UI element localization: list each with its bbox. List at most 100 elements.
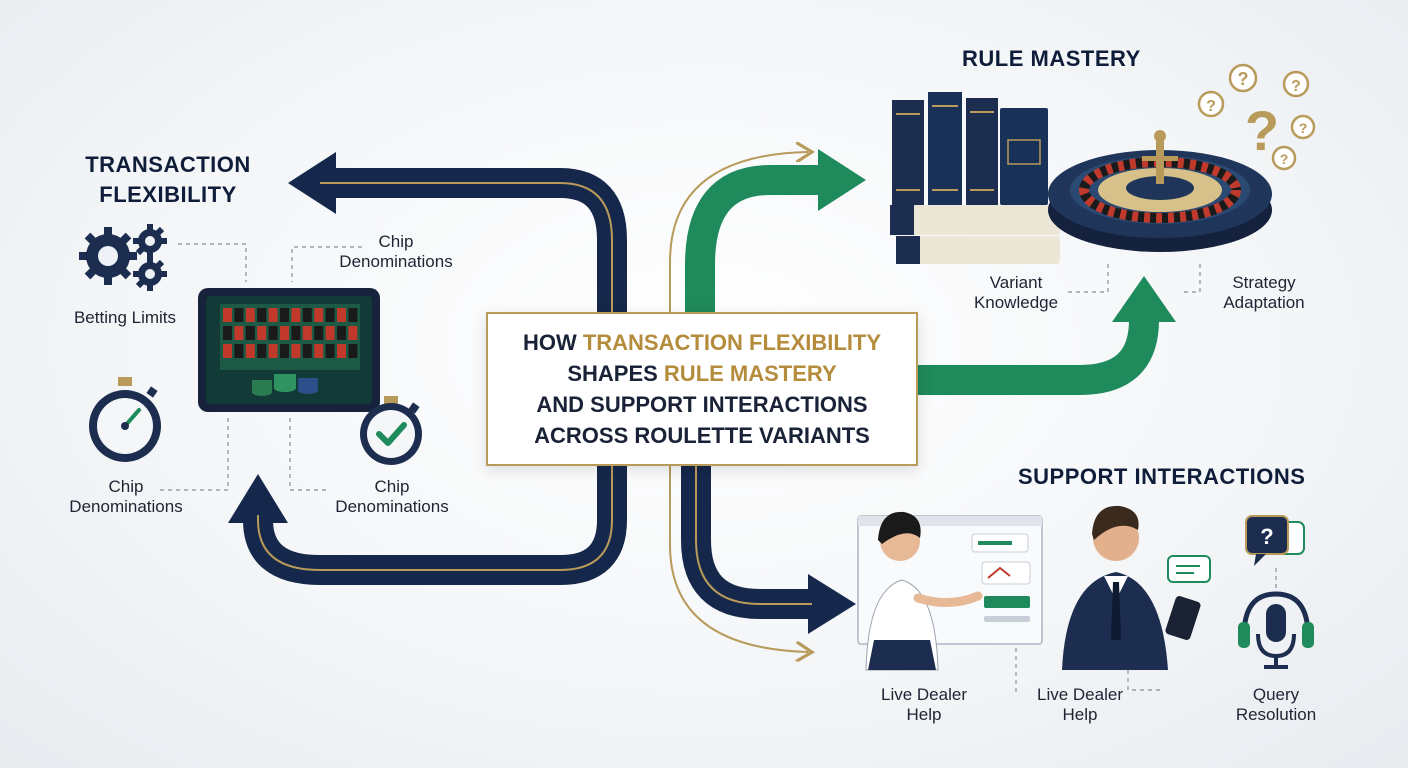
roulette-wheel-icon bbox=[1048, 130, 1272, 252]
roulette-grid-cell bbox=[234, 344, 244, 358]
roulette-grid-cell bbox=[314, 344, 324, 358]
roulette-grid-cell bbox=[291, 326, 301, 340]
center-title-line1: HOW TRANSACTION FLEXIBILITY bbox=[523, 327, 881, 358]
stopwatch-icon bbox=[89, 377, 161, 462]
center-title-line2: SHAPES RULE MASTERY bbox=[567, 358, 836, 389]
support-heading: SUPPORT INTERACTIONS bbox=[1018, 464, 1306, 489]
flow-arrow-bottom-left bbox=[228, 462, 627, 585]
label-bottom-left-chip-line2: Denominations bbox=[69, 497, 183, 516]
label-top-chip-denominations: Chip Denominations bbox=[326, 232, 466, 272]
label-query-line2: Resolution bbox=[1235, 705, 1317, 724]
roulette-grid-cell bbox=[257, 308, 267, 322]
roulette-grid-cell bbox=[337, 308, 346, 322]
label-top-chip-line1: Chip bbox=[378, 232, 414, 251]
label-dealer2-line1: Live Dealer bbox=[1037, 685, 1123, 704]
svg-text:?: ? bbox=[1280, 151, 1289, 167]
label-bottom-left-chip-denominations: Chip Denominations bbox=[56, 477, 196, 517]
question-marks-icon: ? ? ? ? ? ? bbox=[1197, 63, 1316, 171]
svg-text:?: ? bbox=[1291, 78, 1301, 95]
roulette-grid-cell bbox=[325, 326, 335, 340]
label-variant-knowledge: Variant Knowledge bbox=[956, 273, 1076, 313]
roulette-grid-cell bbox=[268, 326, 278, 340]
roulette-grid-cell bbox=[268, 344, 278, 358]
roulette-grid-cell bbox=[302, 308, 312, 322]
checkmark-stopwatch-icon bbox=[360, 396, 422, 465]
svg-text:?: ? bbox=[1238, 69, 1249, 89]
center-title-line2-highlight: RULE MASTERY bbox=[663, 361, 837, 386]
label-bottom-right-chip-line2: Denominations bbox=[335, 497, 449, 516]
roulette-grid-cell bbox=[268, 308, 278, 322]
label-query-line1: Query bbox=[1252, 685, 1300, 704]
label-betting-limits: Betting Limits bbox=[73, 308, 177, 327]
roulette-grid-cell bbox=[348, 308, 358, 322]
roulette-grid-cell bbox=[314, 308, 324, 322]
gold-guide-top bbox=[669, 152, 808, 312]
center-title-line3: AND SUPPORT INTERACTIONS bbox=[536, 392, 868, 417]
roulette-grid-cell bbox=[257, 326, 267, 340]
roulette-grid-cell bbox=[234, 308, 244, 322]
roulette-grid-cell bbox=[280, 344, 289, 358]
gears-icon bbox=[79, 224, 167, 291]
transaction-heading: TRANSACTION FLEXIBILITY bbox=[68, 150, 268, 210]
svg-text:?: ? bbox=[1206, 98, 1216, 115]
flow-arrow-to-transaction bbox=[288, 152, 627, 312]
roulette-grid-cell bbox=[325, 344, 335, 358]
label-strategy-line1: Strategy bbox=[1232, 273, 1296, 292]
roulette-grid-cell bbox=[280, 326, 289, 340]
label-live-dealer-help-1: Live Dealer Help bbox=[864, 685, 984, 725]
roulette-grid-cell bbox=[302, 326, 312, 340]
label-bottom-left-chip-line1: Chip bbox=[108, 477, 144, 496]
dealer-woman-icon bbox=[857, 511, 1043, 671]
chat-question-icon: ? bbox=[1245, 515, 1305, 566]
roulette-grid-cell bbox=[337, 344, 346, 358]
flow-arrow-to-support bbox=[681, 462, 856, 634]
support-man-icon bbox=[1062, 505, 1211, 670]
center-title-line4: ACROSS ROULETTE VARIANTS bbox=[534, 423, 870, 448]
roulette-grid-cell bbox=[325, 308, 335, 322]
center-title-line2-prefix: SHAPES bbox=[567, 361, 664, 386]
transaction-heading-line1: TRANSACTION bbox=[85, 152, 251, 177]
center-title-line1-highlight: TRANSACTION FLEXIBILITY bbox=[582, 330, 882, 355]
gold-guide-bottom bbox=[669, 462, 808, 652]
svg-text:?: ? bbox=[1260, 524, 1273, 549]
roulette-grid-cell bbox=[348, 326, 358, 340]
label-strategy-adaptation: Strategy Adaptation bbox=[1204, 273, 1324, 313]
label-top-chip-line2: Denominations bbox=[339, 252, 453, 271]
roulette-grid-cell bbox=[223, 344, 232, 358]
roulette-grid-cell bbox=[245, 308, 255, 322]
label-dealer2-line2: Help bbox=[1062, 705, 1098, 724]
headset-mic-icon bbox=[1238, 591, 1314, 669]
roulette-grid-cell bbox=[291, 344, 301, 358]
label-bottom-right-chip-line1: Chip bbox=[374, 477, 410, 496]
roulette-grid-cell bbox=[314, 326, 324, 340]
rule-mastery-heading: RULE MASTERY bbox=[962, 46, 1141, 71]
label-query-resolution: Query Resolution bbox=[1216, 685, 1336, 725]
roulette-grid-cell bbox=[291, 308, 301, 322]
label-bottom-right-chip-denominations: Chip Denominations bbox=[322, 477, 462, 517]
roulette-grid-cell bbox=[234, 326, 244, 340]
roulette-grid-cell bbox=[223, 326, 232, 340]
roulette-grid-cell bbox=[223, 308, 232, 322]
svg-text:?: ? bbox=[1245, 99, 1279, 162]
label-variant-line2: Knowledge bbox=[973, 293, 1059, 312]
label-dealer1-line2: Help bbox=[906, 705, 942, 724]
center-title-line1-prefix: HOW bbox=[522, 330, 583, 355]
label-variant-line1: Variant bbox=[989, 273, 1043, 292]
roulette-grid-cell bbox=[337, 326, 346, 340]
label-dealer1-line1: Live Dealer bbox=[881, 685, 967, 704]
roulette-grid-cell bbox=[348, 344, 358, 358]
label-strategy-line2: Adaptation bbox=[1223, 293, 1305, 312]
roulette-grid-cell bbox=[245, 326, 255, 340]
roulette-grid-cell bbox=[302, 344, 312, 358]
flow-arrow-to-rule-mastery bbox=[685, 149, 866, 312]
label-live-dealer-help-2: Live Dealer Help bbox=[1020, 685, 1140, 725]
flow-arrow-right-up bbox=[914, 276, 1176, 395]
svg-text:?: ? bbox=[1299, 120, 1308, 136]
roulette-tablet-icon bbox=[198, 288, 380, 412]
roulette-grid-cell bbox=[257, 344, 267, 358]
center-title-box: HOW TRANSACTION FLEXIBILITY SHAPES RULE … bbox=[486, 312, 918, 466]
books-icon bbox=[890, 92, 1060, 264]
roulette-grid-cell bbox=[280, 308, 289, 322]
roulette-grid-cell bbox=[245, 344, 255, 358]
